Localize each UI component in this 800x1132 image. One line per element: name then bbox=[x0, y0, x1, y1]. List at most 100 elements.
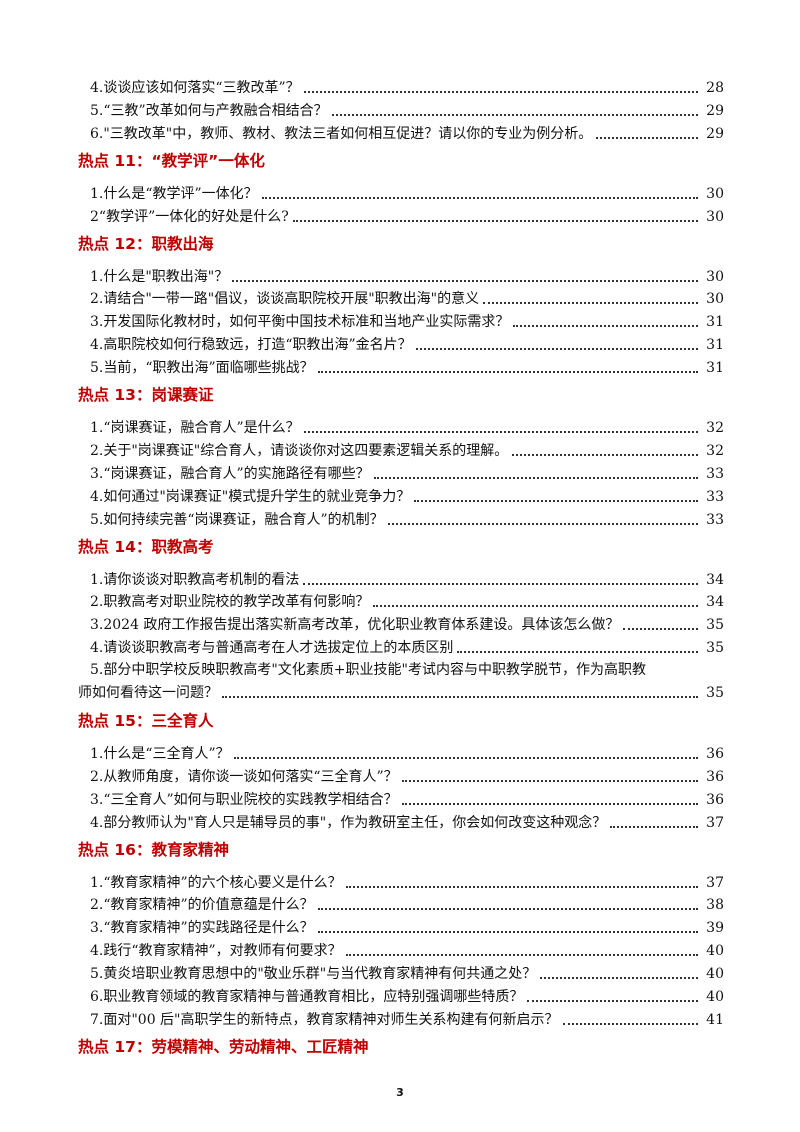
toc-entry-page: 39 bbox=[706, 920, 724, 937]
section-heading[interactable]: 热点 15：三全育人 bbox=[78, 711, 214, 730]
dot-leader bbox=[457, 651, 698, 654]
toc-entry-page: 40 bbox=[706, 943, 724, 960]
toc-entry-page: 30 bbox=[706, 291, 724, 308]
toc-entry[interactable]: 1.什么是"职教出海"？30 bbox=[78, 265, 724, 287]
dot-leader bbox=[232, 279, 698, 282]
toc-entry[interactable]: 2.从教师角度，请你谈一谈如何落实“三全育人”？36 bbox=[78, 765, 724, 787]
toc-entry-title: 1.什么是“三全育人”？ bbox=[90, 745, 230, 762]
toc-entry[interactable]: 1.“教育家精神”的六个核心要义是什么？37 bbox=[78, 871, 724, 893]
toc-entry[interactable]: 4.请谈谈职教高考与普通高考在人才选拔定位上的本质区别 35 bbox=[78, 636, 724, 658]
toc-entry-title: 6.职业教育领域的教育家精神与普通教育相比，应特别强调哪些特质？ bbox=[90, 989, 524, 1005]
toc-entry[interactable]: 2.职教高考对职业院校的教学改革有何影响？34 bbox=[78, 590, 724, 612]
toc-entry[interactable]: 1.什么是“三全育人”？ 36 bbox=[78, 742, 724, 764]
toc-entry-title: 3.2024 政府工作报告提出落实新高考改革，优化职业教育体系建设。具体该怎么做… bbox=[90, 617, 620, 634]
toc-entry-title: 7.面对"00 后"高职学生的新特点，教育家精神对师生关系构建有何新启示？ bbox=[90, 1011, 559, 1028]
section-heading[interactable]: 热点 16：教育家精神 bbox=[78, 840, 229, 859]
dot-leader bbox=[303, 582, 698, 585]
dot-leader bbox=[483, 302, 698, 305]
dot-leader bbox=[596, 136, 698, 139]
toc-entry-title: 2.请结合"一带一路"倡议，谈谈高职院校开展"职教出海"的意义 bbox=[90, 291, 480, 308]
toc-entry[interactable]: 3.开发国际化教材时，如何平衡中国技术标准和当地产业实际需求？31 bbox=[78, 310, 724, 332]
toc-entry[interactable]: 2.请结合"一带一路"倡议，谈谈高职院校开展"职教出海"的意义 30 bbox=[78, 287, 724, 309]
toc-entry[interactable]: 5.部分中职学校反映职教高考"文化素质+职业技能"考试内容与中职教学脱节，作为高… bbox=[78, 659, 724, 703]
dot-leader bbox=[527, 1000, 698, 1002]
toc-entry[interactable]: 4.践行“教育家精神”，对教师有何要求？ 40 bbox=[78, 939, 724, 961]
dot-leader bbox=[317, 931, 698, 934]
toc-entry[interactable]: 6.职业教育领域的教育家精神与普通教育相比，应特别强调哪些特质？40 bbox=[78, 985, 724, 1007]
toc-entry-page: 36 bbox=[706, 745, 724, 762]
toc-entry-title: 1.什么是"职教出海"？ bbox=[90, 268, 229, 285]
dot-leader bbox=[292, 219, 698, 222]
toc-entry-title: 3.“教育家精神”的实践路径是什么？ bbox=[90, 920, 314, 937]
toc-entry-title-continued: 师如何看待这一问题？ bbox=[78, 685, 218, 702]
dot-leader bbox=[610, 825, 698, 828]
toc-entry-title: 2“教学评”一体化的好处是什么? bbox=[90, 208, 289, 225]
toc-entry-title: 4.部分教师认为"育人只是辅导员的事"，作为教研室主任，你会如何改变这种观念？ bbox=[90, 814, 607, 831]
toc-entry-page: 41 bbox=[706, 1011, 724, 1028]
toc-entry-title: 2.关于"岗课赛证"综合育人，请谈谈你对这四要素逻辑关系的理解。 bbox=[90, 442, 509, 459]
toc-entry-page: 35 bbox=[706, 685, 724, 702]
toc-entry[interactable]: 2“教学评”一体化的好处是什么?30 bbox=[78, 205, 724, 227]
toc-entry[interactable]: 5.当前，“职教出海”面临哪些挑战？ 31 bbox=[78, 356, 724, 378]
toc-entry-page: 31 bbox=[706, 337, 724, 354]
dot-leader bbox=[303, 91, 698, 93]
toc-entry-title: 4.高职院校如何行稳致远，打造“职教出海”金名片？ bbox=[90, 337, 412, 354]
toc-entry[interactable]: 4.高职院校如何行稳致远，打造“职教出海”金名片？ 31 bbox=[78, 333, 724, 355]
toc-entry-title: 2.“教育家精神”的价值意蕴是什么？ bbox=[90, 897, 314, 914]
toc-entry[interactable]: 4.如何通过"岗课赛证"模式提升学生的就业竞争力？33 bbox=[78, 485, 724, 507]
toc-entry-title: 6."三教改革"中，教师、教材、教法三者如何相互促进？请以你的专业为例分析。 bbox=[90, 125, 593, 142]
toc-entry-page: 33 bbox=[706, 511, 724, 528]
toc-entry-page: 36 bbox=[706, 791, 724, 808]
toc-entry-page: 31 bbox=[706, 314, 724, 331]
toc-entry-title: 4.如何通过"岗课赛证"模式提升学生的就业竞争力？ bbox=[90, 488, 411, 505]
dot-leader bbox=[331, 113, 698, 116]
toc-entry-page: 40 bbox=[706, 966, 724, 983]
dot-leader bbox=[513, 325, 698, 328]
toc-entry[interactable]: 5.黄炎培职业教育思想中的"敬业乐群"与当代教育家精神有何共通之处？40 bbox=[78, 962, 724, 984]
toc-entry-title: 4.践行“教育家精神”，对教师有何要求？ bbox=[90, 943, 342, 960]
toc-entry[interactable]: 2.关于"岗课赛证"综合育人，请谈谈你对这四要素逻辑关系的理解。32 bbox=[78, 439, 724, 461]
toc-entry[interactable]: 5.如何持续完善“岗课赛证，融合育人”的机制？33 bbox=[78, 508, 724, 530]
toc-entry-page: 29 bbox=[706, 102, 724, 119]
dot-leader bbox=[623, 628, 698, 631]
toc-entry-title: 4.请谈谈职教高考与普通高考在人才选拔定位上的本质区别 bbox=[90, 640, 454, 657]
toc-entry[interactable]: 6."三教改革"中，教师、教材、教法三者如何相互促进？请以你的专业为例分析。 29 bbox=[78, 122, 724, 144]
section-heading[interactable]: 热点 13：岗课赛证 bbox=[78, 386, 214, 404]
toc-entry[interactable]: 3.“三全育人”如何与职业院校的实践教学相结合？36 bbox=[78, 788, 724, 810]
toc-entry[interactable]: 1.什么是“教学评”一体化？30 bbox=[78, 182, 724, 204]
toc-entry-title: 5.当前，“职教出海”面临哪些挑战？ bbox=[90, 360, 314, 377]
toc-entry[interactable]: 3.“教育家精神”的实践路径是什么？ 39 bbox=[78, 916, 724, 938]
toc-entry-page: 30 bbox=[706, 185, 724, 202]
toc-entry[interactable]: 7.面对"00 后"高职学生的新特点，教育家精神对师生关系构建有何新启示？ 41 bbox=[78, 1008, 724, 1030]
toc-entry[interactable]: 3.2024 政府工作报告提出落实新高考改革，优化职业教育体系建设。具体该怎么做… bbox=[78, 613, 724, 635]
dot-leader bbox=[261, 196, 698, 199]
toc-entry-title: 5.“三教”改革如何与产教融合相结合？ bbox=[90, 102, 328, 119]
toc-entry[interactable]: 2.“教育家精神”的价值意蕴是什么？38 bbox=[78, 893, 724, 915]
toc-entry-page: 31 bbox=[706, 360, 724, 377]
dot-leader bbox=[414, 499, 698, 502]
toc-entry-title: 4.谈谈应该如何落实“三教改革”？ bbox=[90, 80, 300, 96]
section-heading[interactable]: 热点 11：“教学评”一体化 bbox=[78, 151, 265, 170]
dot-leader bbox=[233, 756, 698, 759]
toc-entry[interactable]: 4.部分教师认为"育人只是辅导员的事"，作为教研室主任，你会如何改变这种观念？ 3… bbox=[78, 811, 724, 833]
toc-entry[interactable]: 1.“岗课赛证，融合育人”是什么？32 bbox=[78, 416, 724, 438]
section-heading[interactable]: 热点 12：职教出海 bbox=[78, 234, 214, 253]
dot-leader bbox=[373, 605, 698, 608]
dot-leader bbox=[401, 779, 698, 782]
toc-entry-title: 3.“岗课赛证，融合育人”的实施路径有哪些？ bbox=[90, 465, 370, 482]
toc-entry[interactable]: 4.谈谈应该如何落实“三教改革”？28 bbox=[78, 76, 724, 98]
section-heading[interactable]: 热点 14：职教高考 bbox=[78, 537, 214, 556]
toc-entry[interactable]: 3.“岗课赛证，融合育人”的实施路径有哪些？33 bbox=[78, 462, 724, 484]
toc-entry-title: 5.部分中职学校反映职教高考"文化素质+职业技能"考试内容与中职教学脱节，作为高… bbox=[90, 662, 646, 679]
dot-leader bbox=[415, 348, 698, 351]
toc-entry-page: 35 bbox=[706, 640, 724, 657]
toc-entry-title: 1.“岗课赛证，融合育人”是什么？ bbox=[90, 420, 300, 436]
section-heading[interactable]: 热点 17：劳模精神、劳动精神、工匠精神 bbox=[78, 1037, 369, 1056]
toc-entry-title: 1.请你谈谈对职教高考机制的看法 bbox=[90, 571, 300, 588]
toc-entry-page: 29 bbox=[706, 125, 724, 142]
toc-entry-page: 37 bbox=[706, 814, 724, 831]
toc-entry-page: 35 bbox=[706, 617, 724, 634]
toc-entry-page: 34 bbox=[706, 594, 724, 611]
toc-entry[interactable]: 5.“三教”改革如何与产教融合相结合？ 29 bbox=[78, 99, 724, 121]
